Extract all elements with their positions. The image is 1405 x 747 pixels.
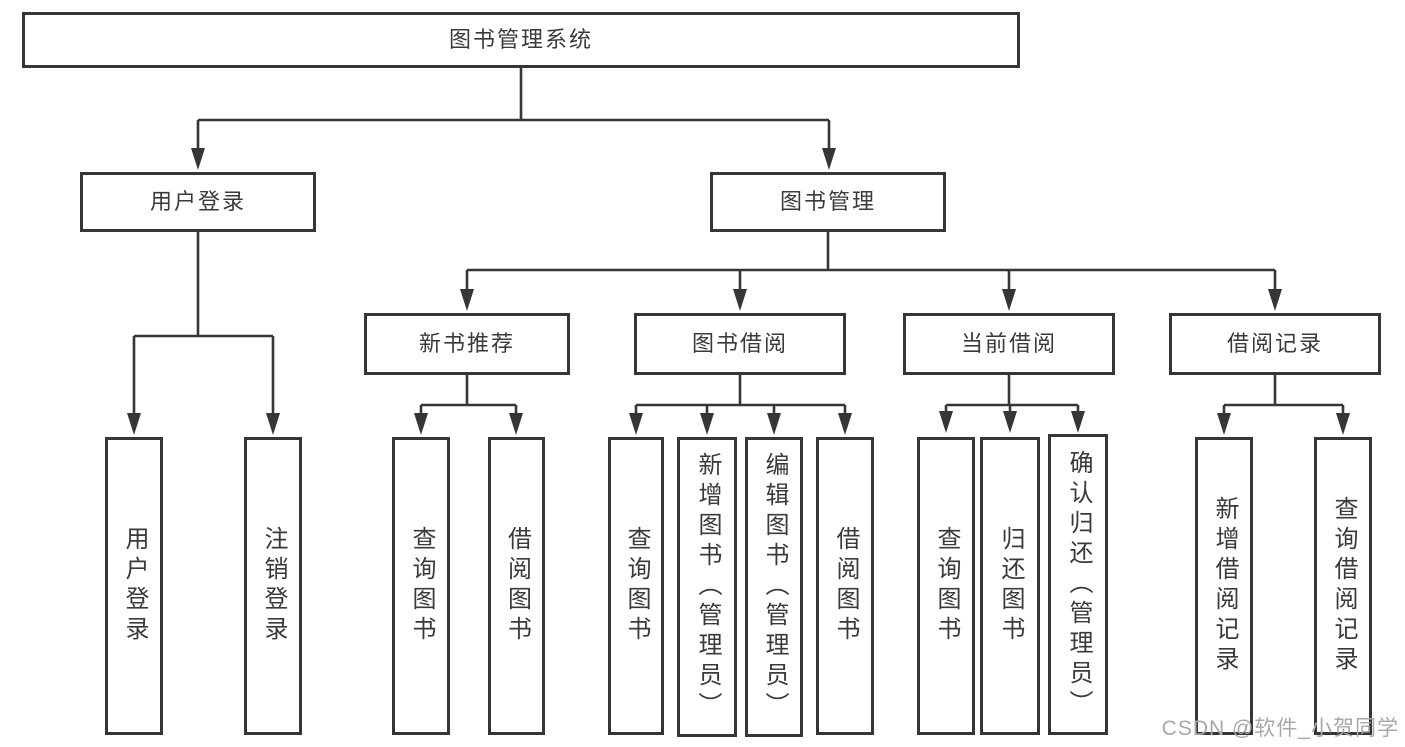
leaf-borrowing-borrow-books-label: 借阅图书 bbox=[832, 526, 859, 646]
leaf-newbook-borrow-books: 借阅图书 bbox=[488, 437, 545, 735]
node-user-login: 用户登录 bbox=[80, 172, 316, 232]
leaf-borrowing-add-books-admin-label: 新增图书（管理员） bbox=[694, 452, 721, 722]
node-new-book-recommend: 新书推荐 bbox=[364, 313, 570, 375]
leaf-user-login-label: 用户登录 bbox=[121, 526, 148, 646]
leaf-borrowing-edit-books-admin-label: 编辑图书（管理员） bbox=[761, 452, 788, 722]
leaf-user-login: 用户登录 bbox=[105, 437, 163, 735]
leaf-current-confirm-return-admin-label: 确认归还（管理员） bbox=[1065, 449, 1092, 720]
leaf-newbook-query-books: 查询图书 bbox=[392, 437, 450, 735]
node-root-label: 图书管理系统 bbox=[448, 27, 593, 52]
node-borrowing-records: 借阅记录 bbox=[1169, 313, 1381, 375]
leaf-records-add-record: 新增借阅记录 bbox=[1195, 437, 1253, 735]
leaf-borrowing-edit-books-admin: 编辑图书（管理员） bbox=[745, 437, 803, 737]
node-borrowing-records-label: 借阅记录 bbox=[1226, 331, 1323, 356]
node-current-borrowing-label: 当前借阅 bbox=[960, 331, 1057, 356]
node-root: 图书管理系统 bbox=[22, 12, 1020, 68]
leaf-borrowing-borrow-books: 借阅图书 bbox=[816, 437, 874, 735]
leaf-borrowing-query-books: 查询图书 bbox=[608, 437, 664, 735]
leaf-borrowing-add-books-admin: 新增图书（管理员） bbox=[677, 437, 737, 737]
node-book-management: 图书管理 bbox=[710, 172, 946, 232]
leaf-logout-label: 注销登录 bbox=[260, 526, 287, 646]
leaf-records-query-record: 查询借阅记录 bbox=[1314, 437, 1372, 735]
leaf-newbook-query-books-label: 查询图书 bbox=[408, 526, 435, 646]
leaf-current-query-books-label: 查询图书 bbox=[933, 526, 960, 646]
leaf-logout: 注销登录 bbox=[244, 437, 302, 735]
leaf-current-confirm-return-admin: 确认归还（管理员） bbox=[1048, 434, 1108, 735]
leaf-records-add-record-label: 新增借阅记录 bbox=[1211, 496, 1238, 676]
node-user-login-label: 用户登录 bbox=[149, 189, 246, 214]
leaf-current-return-books-label: 归还图书 bbox=[997, 526, 1024, 646]
node-book-borrowing: 图书借阅 bbox=[634, 313, 846, 375]
leaf-newbook-borrow-books-label: 借阅图书 bbox=[503, 526, 531, 646]
leaf-borrowing-query-books-label: 查询图书 bbox=[623, 526, 650, 646]
node-book-management-label: 图书管理 bbox=[779, 189, 876, 214]
node-current-borrowing: 当前借阅 bbox=[903, 313, 1115, 375]
leaf-records-query-record-label: 查询借阅记录 bbox=[1330, 496, 1357, 676]
node-new-book-recommend-label: 新书推荐 bbox=[418, 331, 515, 356]
leaf-current-query-books: 查询图书 bbox=[917, 437, 975, 735]
leaf-current-return-books: 归还图书 bbox=[980, 437, 1040, 735]
node-book-borrowing-label: 图书借阅 bbox=[691, 331, 788, 356]
